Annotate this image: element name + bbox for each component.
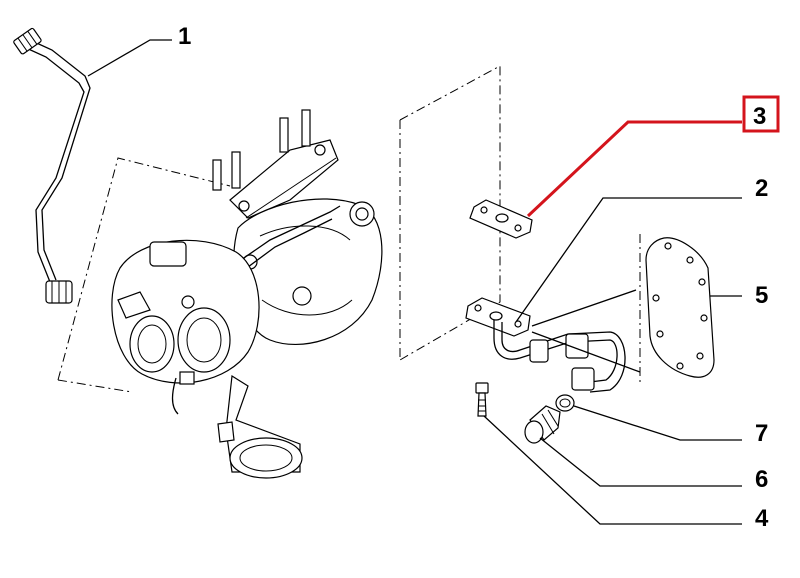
cover-plate[interactable]: [639, 234, 715, 386]
turbocharger-assembly: [57, 65, 501, 479]
flange-gasket[interactable]: [469, 199, 533, 239]
callout-6[interactable]: 6: [755, 466, 768, 493]
callout-3[interactable]: 3: [753, 103, 766, 130]
callout-2[interactable]: 2: [755, 175, 768, 202]
oil-feed-pipe[interactable]: [13, 27, 91, 304]
union-fitting[interactable]: [524, 405, 561, 444]
callout-3-highlight-box: [742, 95, 780, 133]
highlight-leader-line: [526, 120, 742, 218]
callout-5[interactable]: 5: [755, 282, 768, 309]
callout-7[interactable]: 7: [755, 420, 768, 447]
oil-return-pipe[interactable]: [465, 297, 626, 393]
leader-lines: [87, 39, 742, 525]
callout-1[interactable]: 1: [178, 23, 191, 50]
callout-4[interactable]: 4: [755, 505, 769, 532]
bolt[interactable]: [475, 382, 489, 417]
o-ring[interactable]: [555, 394, 575, 412]
